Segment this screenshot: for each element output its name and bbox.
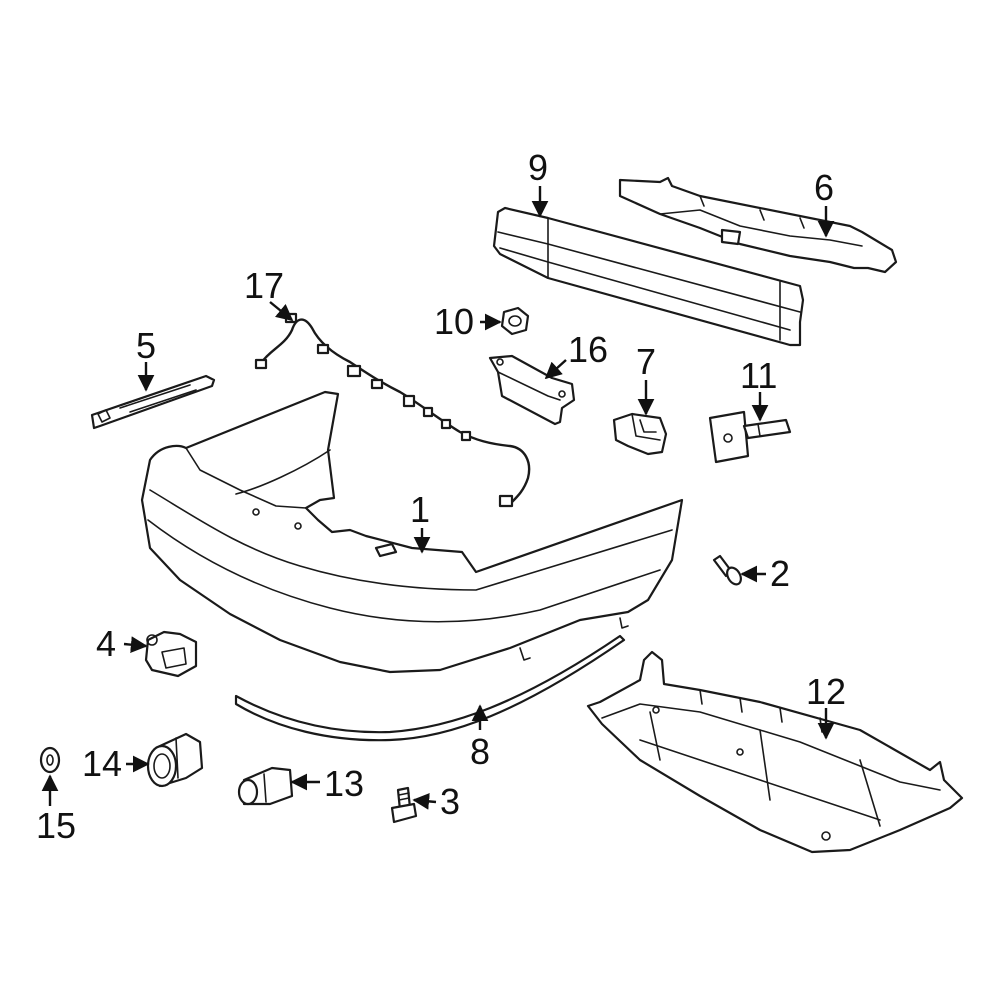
callout-17: 17	[244, 265, 284, 306]
callout-12: 12	[806, 671, 846, 712]
part-12-splash-shield[interactable]	[586, 650, 964, 854]
leader-lines	[41, 186, 835, 810]
part-4-retainer[interactable]	[144, 630, 198, 678]
part-7-clip[interactable]	[612, 412, 668, 456]
callout-6: 6	[814, 167, 834, 208]
callout-13: 13	[324, 763, 364, 804]
part-11-bolt[interactable]	[708, 410, 792, 464]
part-15-washer[interactable]	[39, 746, 61, 774]
callout-11: 11	[740, 355, 777, 396]
callout-15: 15	[36, 805, 76, 846]
callout-7: 7	[636, 341, 656, 382]
part-5-bracket[interactable]	[90, 374, 216, 430]
callout-5: 5	[136, 325, 156, 366]
part-2-push-pin[interactable]	[712, 554, 744, 587]
callout-9: 9	[528, 147, 548, 188]
callout-2: 2	[770, 553, 790, 594]
callout-8: 8	[470, 731, 490, 772]
part-1-bumper-cover[interactable]	[140, 390, 684, 674]
callout-3: 3	[440, 781, 460, 822]
part-8-molding-strip[interactable]	[234, 634, 626, 742]
part-13-sensor[interactable]	[237, 766, 294, 806]
callout-14: 14	[82, 743, 122, 784]
callout-labels: 1 2 3 4 5 6 7 8 9 10 11 12 13 14 15 16 1…	[36, 147, 846, 846]
part-14-sensor[interactable]	[146, 732, 204, 788]
part-3-bolt[interactable]	[390, 786, 418, 824]
callout-1: 1	[410, 489, 430, 530]
callout-4: 4	[96, 623, 116, 664]
part-6-energy-absorber[interactable]	[618, 176, 898, 274]
part-10-nut[interactable]	[500, 306, 530, 336]
callout-16: 16	[568, 329, 608, 370]
part-16-bracket[interactable]	[488, 354, 576, 426]
callout-10: 10	[434, 301, 474, 342]
